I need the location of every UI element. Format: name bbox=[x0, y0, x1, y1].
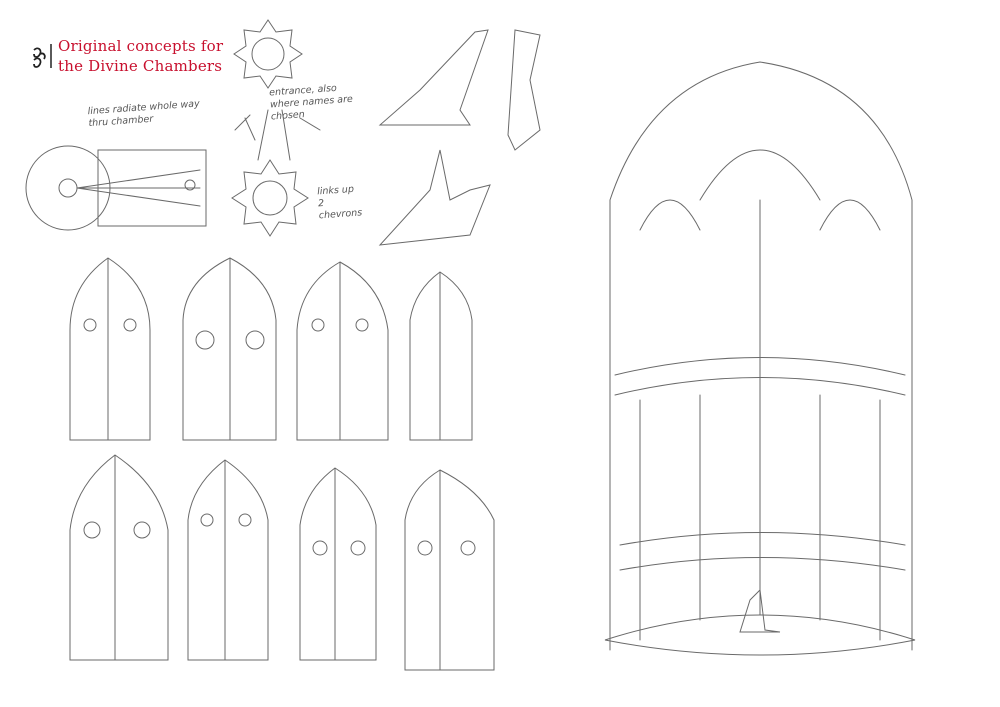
page-title: Original concepts for the Divine Chamber… bbox=[58, 36, 223, 76]
logo-icon bbox=[30, 40, 54, 70]
chamber-sketch bbox=[604, 61, 916, 656]
medallion-sketch-bottom bbox=[231, 159, 309, 237]
floor-plan-sketch bbox=[25, 145, 207, 231]
title-line-2: the Divine Chambers bbox=[58, 57, 223, 75]
medallion-sketch-top bbox=[233, 19, 303, 89]
door-sketches bbox=[69, 257, 495, 671]
title-line-1: Original concepts for bbox=[58, 37, 224, 55]
